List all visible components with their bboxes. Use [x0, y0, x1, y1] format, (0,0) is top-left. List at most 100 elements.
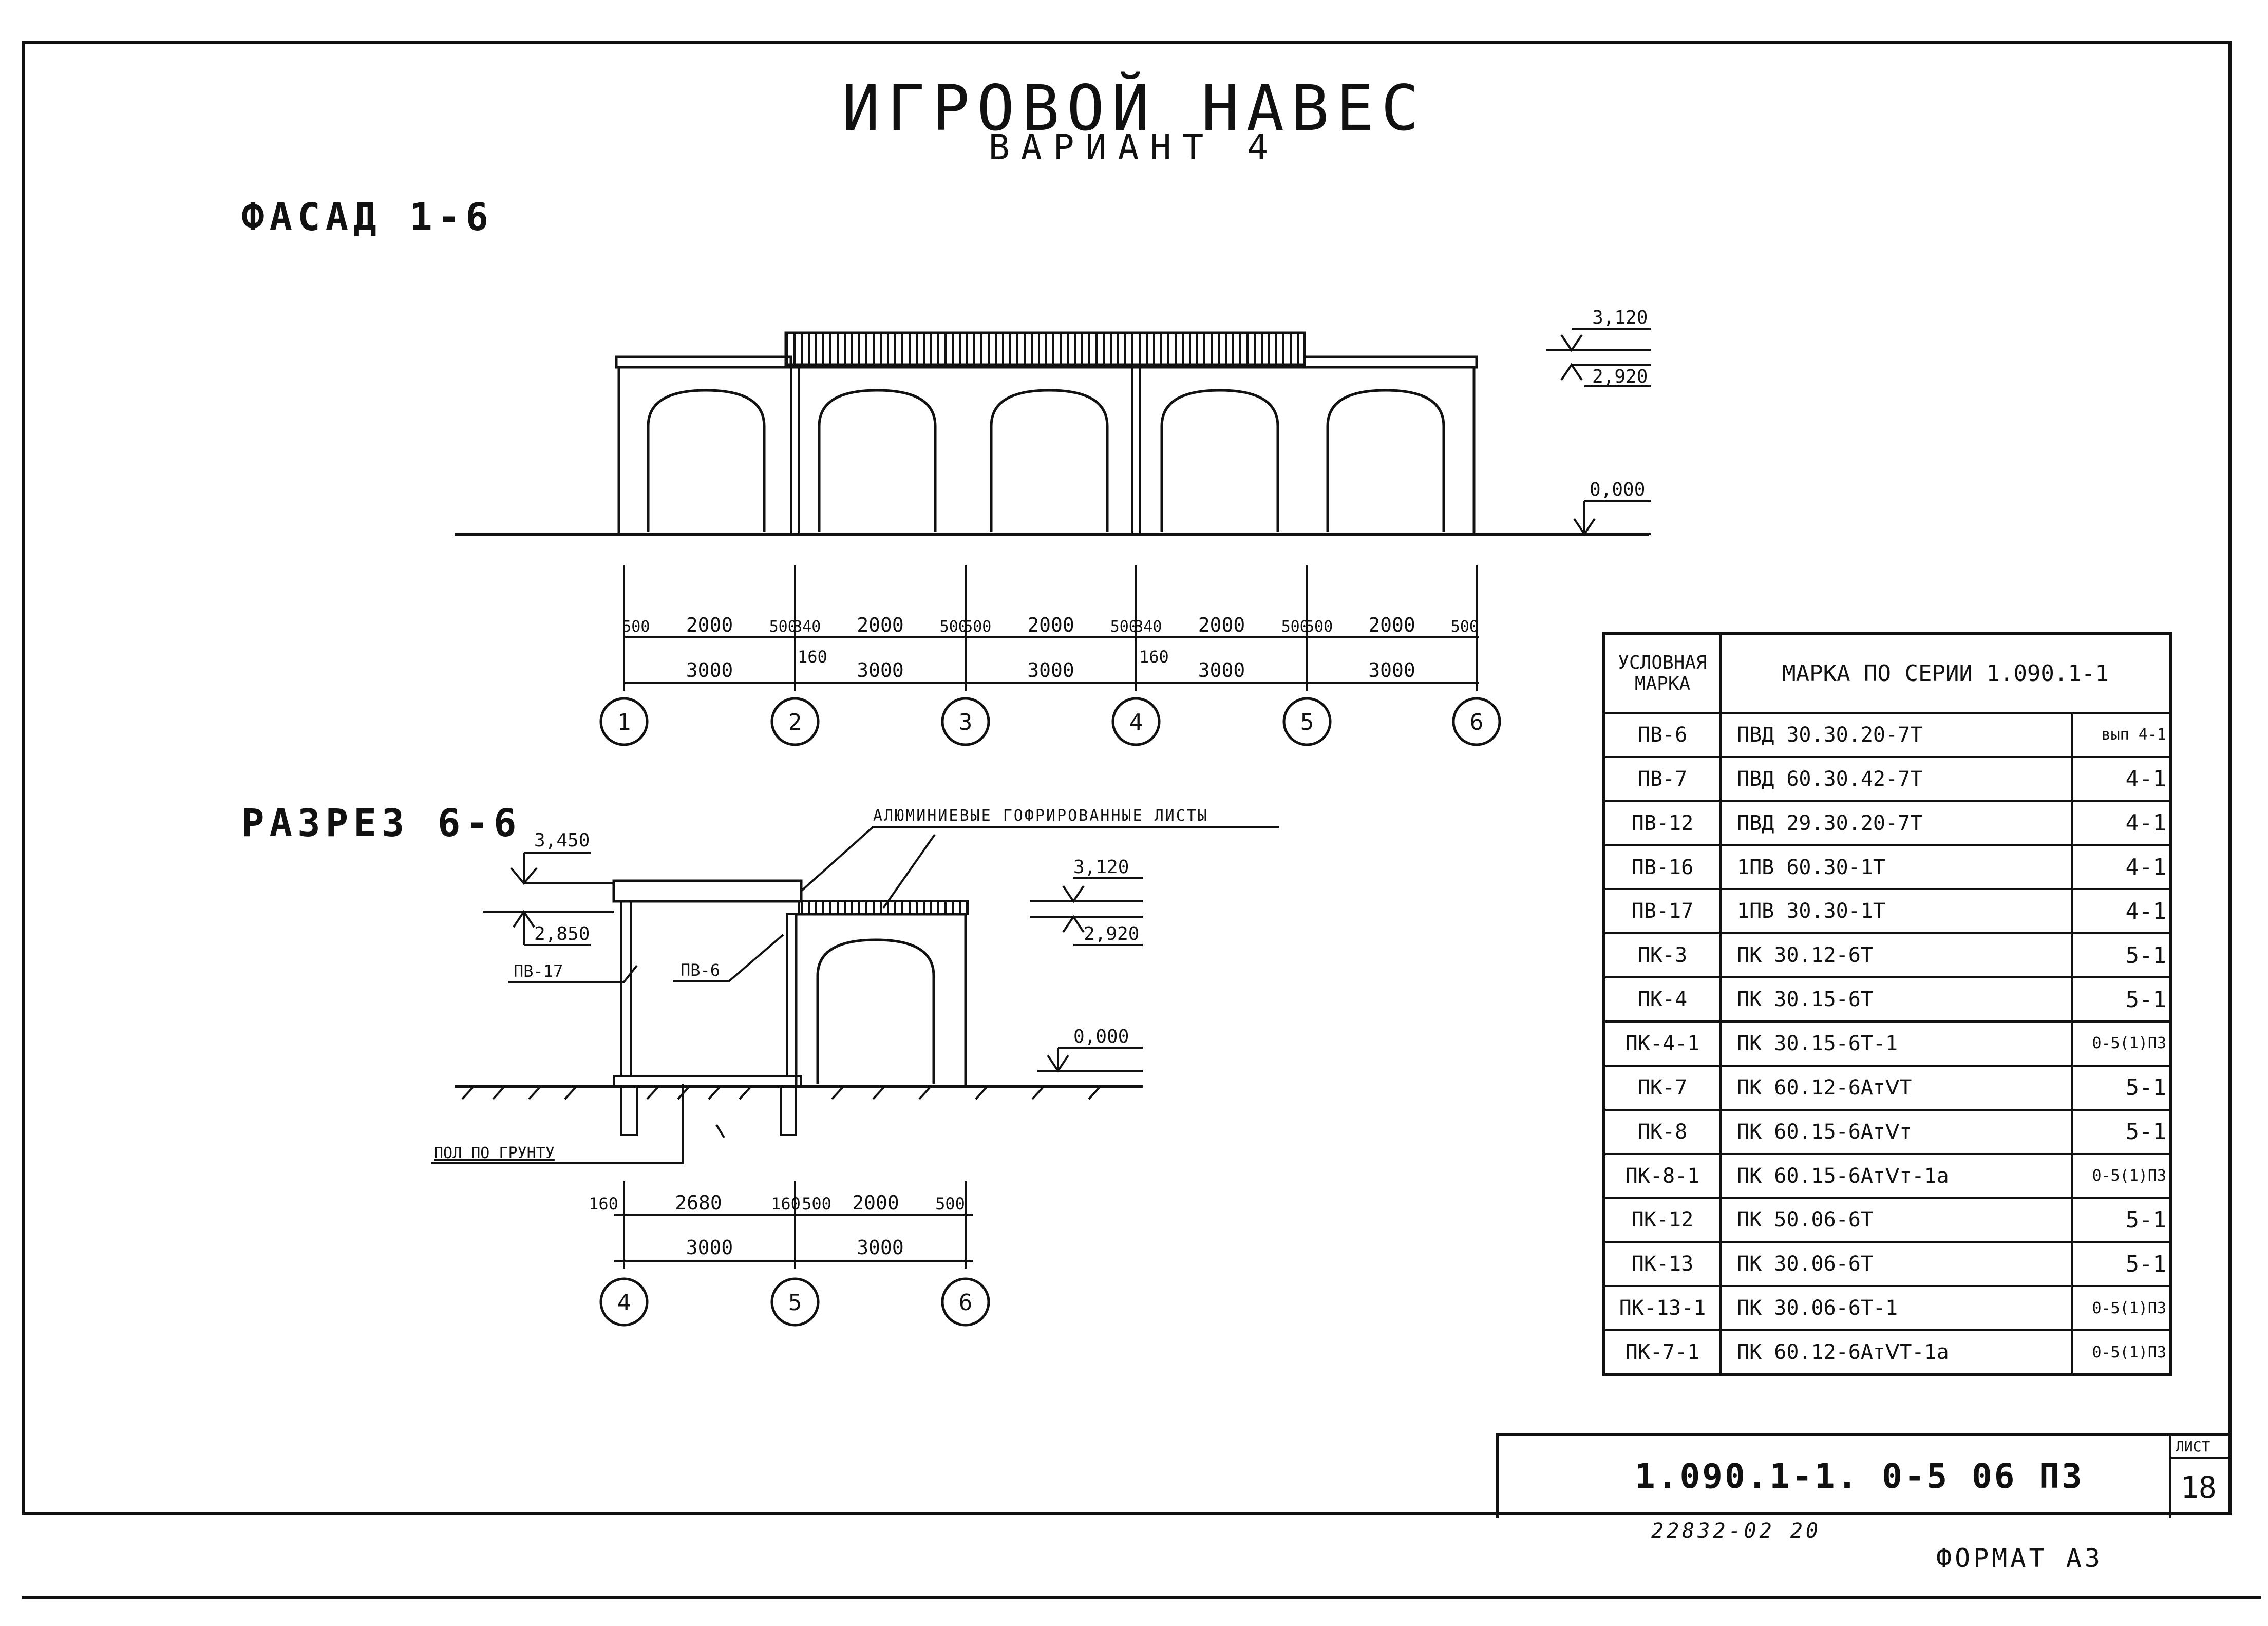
facade-span-dim-2: 3000	[1027, 659, 1074, 682]
section-post-mid	[786, 913, 797, 1077]
sheet-number: 18	[2181, 1470, 2217, 1505]
facade-dim-2: 500	[769, 618, 797, 636]
section-axis-4-circle	[599, 1277, 649, 1327]
section-span-dim-1: 3000	[857, 1236, 904, 1259]
spec-col2-header: МАРКА ПО СЕРИИ 1.090.1-1	[1719, 632, 2172, 714]
section-level-ground: 0,000	[1073, 1026, 1129, 1047]
section-level-right-mid: 2,920	[1084, 923, 1139, 944]
spec-ref: 0-5(1)ПЗ	[2071, 1285, 2172, 1332]
arch-5	[1326, 389, 1445, 532]
section-span-dim-0: 3000	[686, 1236, 733, 1259]
section-dim-0: 160	[589, 1194, 618, 1214]
spec-series: ПК 30.15-6Т	[1719, 976, 2073, 1023]
spec-series: ПК 30.12-6Т	[1719, 932, 2073, 979]
section-level-left-top: 3,450	[534, 830, 590, 851]
section-dim-4: 2000	[852, 1192, 899, 1214]
facade-span-dim-0: 3000	[686, 659, 733, 682]
facade-axis-3-circle	[941, 697, 990, 746]
section-axis-6: 6	[959, 1290, 973, 1316]
facade-span-dim-4: 3000	[1368, 659, 1415, 682]
facade-dim-1: 2000	[686, 614, 733, 636]
facade-span-dim-1: 3000	[857, 659, 904, 682]
spec-mark: ПК-7-1	[1603, 1329, 1722, 1376]
facade-axis-3: 3	[959, 709, 973, 735]
spec-series: ПВД 29.30.20-7Т	[1719, 800, 2073, 846]
facade-dim-14: 500	[1451, 618, 1479, 636]
facade-axis-5: 5	[1300, 709, 1314, 735]
facade-level-marks	[1546, 328, 1651, 536]
facade-axis-2: 2	[788, 709, 802, 735]
drawing-title: ИГРОВОЙ НАВЕС	[842, 72, 1426, 145]
section-arch	[816, 938, 935, 1084]
spec-mark: ПВ-12	[1603, 800, 1722, 846]
facade-dim-5: 500	[940, 618, 968, 636]
arch-3	[990, 389, 1109, 532]
section-label-floor: ПОЛ ПО ГРУНТУ	[434, 1144, 555, 1162]
spec-mark: ПК-13	[1603, 1241, 1722, 1288]
format-label: ФОРМАТ А3	[1936, 1543, 2103, 1573]
facade-dim-8: 500	[1110, 618, 1138, 636]
section-wall	[795, 913, 967, 1088]
spec-mark: ПК-8-1	[1603, 1152, 1722, 1199]
spec-mark: ПК-4	[1603, 976, 1722, 1023]
spec-ref: 4-1	[2071, 888, 2172, 935]
spec-table: УСЛОВНАЯ МАРКА МАРКА ПО СЕРИИ 1.090.1-1 …	[1602, 632, 2172, 1376]
drawing-code: 1.090.1-1. 0-5 06 ПЗ	[1635, 1457, 2084, 1496]
spec-series: ПВД 60.30.42-7Т	[1719, 755, 2073, 802]
arch-4	[1160, 389, 1279, 532]
spec-series: 1ПВ 60.30-1Т	[1719, 844, 2073, 891]
facade-level-mid: 2,920	[1592, 366, 1648, 387]
spec-ref: 4-1	[2071, 755, 2172, 802]
arch-1	[647, 389, 766, 532]
facade-arches	[647, 389, 1445, 532]
spec-mark: ПК-12	[1603, 1197, 1722, 1243]
spec-ref: 4-1	[2071, 800, 2172, 846]
facade-span-dim-3: 3000	[1198, 659, 1245, 682]
section-dim-5: 500	[935, 1194, 965, 1214]
spec-mark: ПК-4-1	[1603, 1020, 1722, 1067]
section-label-pb6: ПВ-6	[681, 960, 720, 980]
facade-wall	[617, 366, 1476, 536]
spec-mark: ПВ-16	[1603, 844, 1722, 891]
section-axis-5-circle	[770, 1277, 820, 1327]
facade-dim-11: 500	[1281, 618, 1309, 636]
spec-ref: 5-1	[2071, 1064, 2172, 1111]
facade-axis-4: 4	[1129, 709, 1143, 735]
spec-series: ПК 60.12-6АтⅤТ-1а	[1719, 1329, 2073, 1376]
section-floor-slab	[613, 1075, 802, 1087]
facade-dim-4: 2000	[857, 614, 904, 636]
arch-2	[818, 389, 937, 532]
section-label-pb17: ПВ-17	[514, 961, 563, 981]
facade-dim-7: 2000	[1027, 614, 1074, 636]
sheet-label: ЛИСТ	[2176, 1438, 2210, 1455]
facade-axis-2-circle	[770, 697, 820, 746]
spec-series: ПК 50.06-6Т	[1719, 1197, 2073, 1243]
facade-level-ground: 0,000	[1590, 479, 1645, 500]
section-axis-4: 4	[617, 1290, 631, 1316]
spec-mark: ПК-8	[1603, 1108, 1722, 1155]
title-block: 1.090.1-1. 0-5 06 ПЗ ЛИСТ 18	[1496, 1433, 2228, 1518]
spec-ref: 5-1	[2071, 1197, 2172, 1243]
spec-ref: 0-5(1)ПЗ	[2071, 1020, 2172, 1067]
facade-dim-9: 340	[1134, 618, 1162, 636]
section-leaders	[431, 826, 1279, 1164]
spec-series: ПК 30.15-6Т-1	[1719, 1020, 2073, 1067]
facade-roof-sheets	[784, 331, 1306, 366]
spec-series: ПК 30.06-6Т	[1719, 1241, 2073, 1288]
section-axis-5: 5	[788, 1290, 802, 1316]
spec-mark: ПВ-7	[1603, 755, 1722, 802]
facade-dimension-lines	[623, 565, 1479, 691]
facade-axis-5-circle	[1282, 697, 1332, 746]
facade-axis-1-circle	[599, 697, 649, 746]
facade-level-top: 3,120	[1592, 307, 1648, 328]
section-dim-2: 160	[771, 1194, 801, 1214]
facade-axis-1: 1	[617, 709, 631, 735]
facade-axis-6-circle	[1452, 697, 1501, 746]
